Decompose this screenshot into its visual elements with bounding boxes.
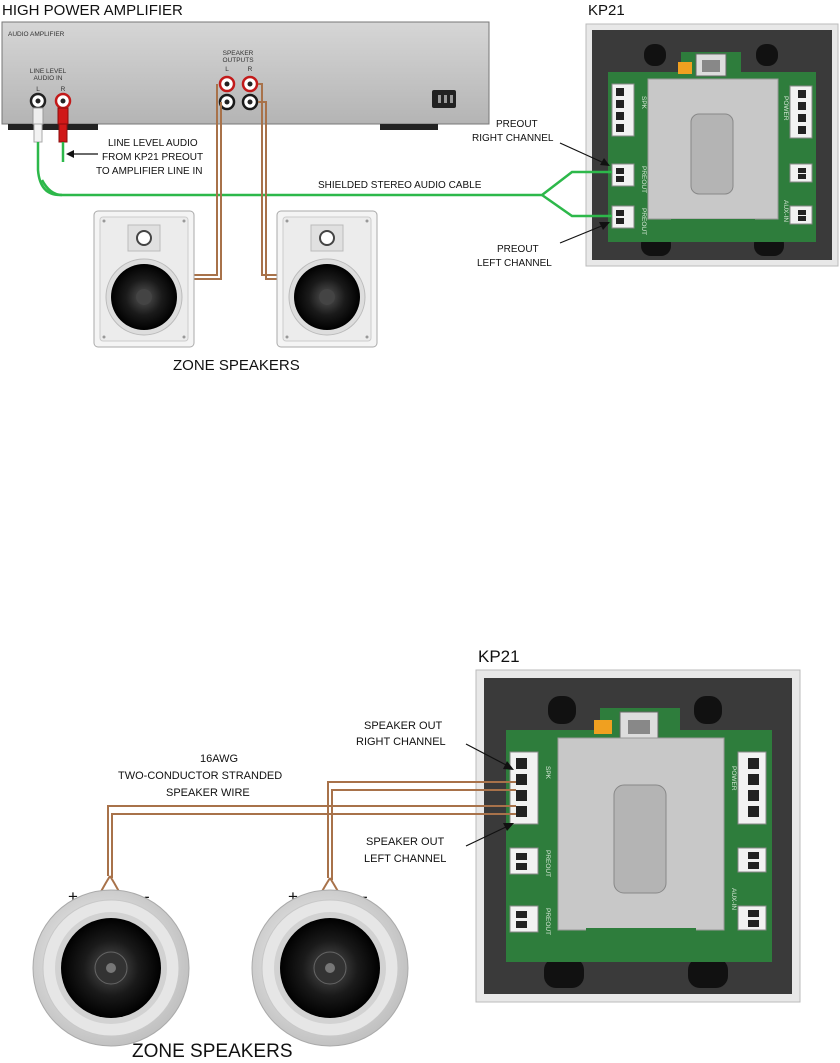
zone-speaker-left — [93, 210, 195, 348]
note-line-2: FROM KP21 PREOUT — [102, 152, 203, 163]
speaker-out-left-label: SPEAKER OUT — [366, 836, 445, 848]
preout-terminal — [509, 847, 539, 933]
line-in-label: LINE LEVEL — [30, 68, 67, 75]
pcb-label-preout: PREOUT — [640, 166, 647, 193]
polarity-plus-left: + — [68, 887, 78, 906]
amplifier-panel-label: AUDIO AMPLIFIER — [8, 31, 65, 38]
aux-in-terminal — [737, 847, 767, 931]
spk-terminal-block — [509, 751, 539, 825]
speaker-out-right-label: RIGHT CHANNEL — [356, 736, 446, 748]
preout-left-label: PREOUT — [497, 244, 539, 255]
line-in-l-label: L — [36, 86, 40, 93]
cable-label: SHIELDED STEREO AUDIO CABLE — [318, 180, 482, 191]
speaker-wires-bottom — [91, 781, 516, 911]
pcb-label-preout: PREOUT — [544, 908, 551, 935]
amplifier-title: HIGH POWER AMPLIFIER — [2, 2, 183, 19]
pcb-label-preout: PREOUT — [544, 850, 551, 877]
top-diagram: AUDIO AMPLIFIER LINE LEVEL AUDIO IN L R … — [1, 2, 839, 374]
zone-speakers-label-top: ZONE SPEAKERS — [173, 357, 300, 374]
speaker-out-right-label: SPEAKER OUT — [364, 720, 443, 732]
speaker-binding-posts — [218, 75, 259, 111]
speaker-out-left-arrow — [465, 823, 514, 847]
note-line-1: LINE LEVEL AUDIO — [108, 138, 198, 149]
shielded-stereo-cable — [36, 142, 612, 218]
kp21-title-top: KP21 — [588, 2, 625, 19]
speaker-outputs-label: OUTPUTS — [222, 57, 254, 64]
power-inlet-icon — [432, 90, 456, 108]
wire-name-label: SPEAKER WIRE — [166, 787, 250, 799]
line-level-note — [66, 150, 98, 158]
wire-gauge-label: 16AWG — [200, 753, 238, 765]
power-terminal-block — [789, 85, 813, 139]
amplifier: AUDIO AMPLIFIER LINE LEVEL AUDIO IN L R … — [1, 21, 490, 143]
amplifier-foot — [8, 124, 98, 130]
pcb-label-power: POWER — [730, 766, 737, 791]
preout-left-arrow — [559, 222, 610, 244]
line-in-label: AUDIO IN — [34, 75, 63, 82]
speaker-outputs-label: SPEAKER — [223, 50, 254, 57]
aux-in-terminal — [789, 163, 813, 225]
rca-plugs — [32, 107, 69, 143]
zone-speaker-round-left — [32, 889, 190, 1047]
speaker-out-right-arrow — [465, 743, 514, 770]
polarity-plus-right: + — [288, 887, 298, 906]
preout-right-label: PREOUT — [496, 119, 538, 130]
power-terminal-block — [737, 751, 767, 825]
preout-right-label: RIGHT CHANNEL — [472, 133, 554, 144]
speaker-out-left-label: LEFT CHANNEL — [364, 853, 446, 865]
spk-terminal-block — [611, 83, 635, 137]
pcb-label-preout: PREOUT — [640, 208, 647, 235]
preout-right-arrow — [559, 142, 610, 166]
pcb-label-aux-in: AUX-IN — [730, 888, 737, 910]
wire-type-label: TWO-CONDUCTOR STRANDED — [118, 770, 282, 782]
zone-speaker-round-right — [251, 889, 409, 1047]
line-in-r-label: R — [61, 86, 66, 93]
note-line-3: TO AMPLIFIER LINE IN — [96, 166, 203, 177]
bottom-diagram: KP21 — [32, 647, 801, 1062]
kp21-panel-top: SPK PREOUT PREOUT POWER AUX-IN — [585, 23, 839, 267]
pcb-label-aux-in: AUX-IN — [782, 200, 789, 222]
kp21-title-bottom: KP21 — [478, 647, 520, 666]
pcb-label-power: POWER — [782, 96, 789, 121]
pcb-label-spk: SPK — [544, 766, 551, 780]
speaker-out-l-label: L — [225, 66, 229, 73]
preout-right-terminal — [611, 163, 635, 187]
speaker-wires-top — [187, 83, 291, 280]
amplifier-foot — [380, 124, 438, 130]
polarity-minus-left: - — [144, 887, 150, 906]
pcb-label-spk: SPK — [640, 96, 647, 110]
polarity-minus-right: - — [362, 887, 368, 906]
zone-speaker-right — [276, 210, 378, 348]
speaker-out-r-label: R — [248, 66, 253, 73]
zone-speakers-label-bottom: ZONE SPEAKERS — [132, 1041, 293, 1062]
kp21-panel-bottom: SPK PREOUT PREOUT POWER AUX-IN — [475, 669, 801, 1003]
preout-left-label: LEFT CHANNEL — [477, 258, 552, 269]
preout-left-terminal — [611, 205, 635, 229]
